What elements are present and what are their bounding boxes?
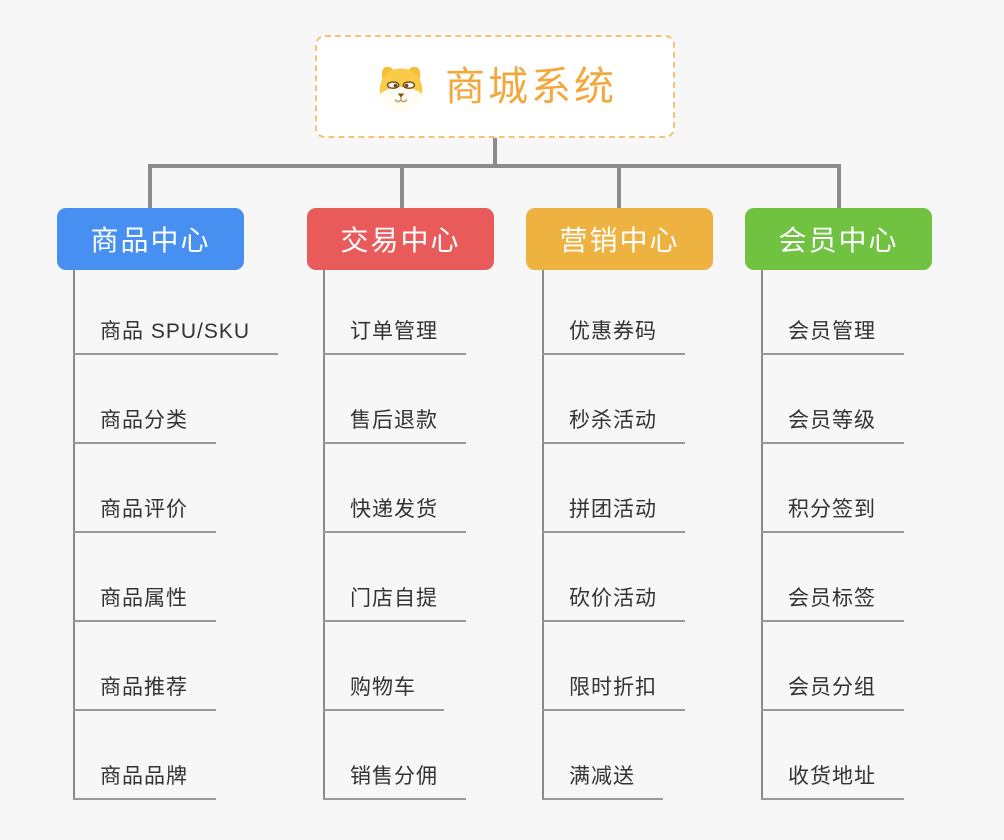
- mindmap-node[interactable]: 秒杀活动: [542, 355, 685, 444]
- branch-item-list: 优惠券码 秒杀活动 拼团活动 砍价活动 限时折扣 满减送: [542, 266, 685, 800]
- mindmap-node[interactable]: 拼团活动: [542, 444, 685, 533]
- branch-header-trade-center[interactable]: 交易中心: [307, 208, 494, 270]
- branch-spine: [542, 270, 544, 798]
- mindmap-node[interactable]: 会员分组: [761, 622, 904, 711]
- branch-spine: [761, 270, 763, 798]
- branch-header-member-center[interactable]: 会员中心: [745, 208, 932, 270]
- branch-header-product-center[interactable]: 商品中心: [57, 208, 244, 270]
- mindmap-node[interactable]: 快递发货: [323, 444, 466, 533]
- mindmap-node[interactable]: 商品 SPU/SKU: [73, 266, 279, 355]
- mindmap-node[interactable]: 订单管理: [323, 266, 466, 355]
- mindmap-node[interactable]: 会员等级: [761, 355, 904, 444]
- mindmap-node[interactable]: 商品分类: [73, 355, 216, 444]
- mindmap-node[interactable]: 满减送: [542, 711, 663, 800]
- mindmap-node[interactable]: 商品推荐: [73, 622, 216, 711]
- mindmap-node[interactable]: 门店自提: [323, 533, 466, 622]
- dog-icon: [379, 66, 423, 111]
- branch-item-list: 会员管理 会员等级 积分签到 会员标签 会员分组 收货地址: [761, 266, 904, 800]
- branch-spine: [73, 270, 75, 798]
- root-node[interactable]: 商城系统: [315, 35, 675, 138]
- mindmap-node[interactable]: 会员标签: [761, 533, 904, 622]
- branch-header-marketing-center[interactable]: 营销中心: [526, 208, 713, 270]
- mindmap-node[interactable]: 购物车: [323, 622, 444, 711]
- mindmap-node[interactable]: 商品属性: [73, 533, 216, 622]
- mindmap-node[interactable]: 收货地址: [761, 711, 904, 800]
- mindmap-node[interactable]: 限时折扣: [542, 622, 685, 711]
- branch-spine: [323, 270, 325, 798]
- mindmap-node[interactable]: 优惠券码: [542, 266, 685, 355]
- mindmap-node[interactable]: 销售分佣: [323, 711, 466, 800]
- mindmap-node[interactable]: 售后退款: [323, 355, 466, 444]
- root-title: 商城系统: [445, 64, 617, 109]
- branch-item-list: 订单管理 售后退款 快递发货 门店自提 购物车 销售分佣: [323, 266, 466, 800]
- mindmap-node[interactable]: 会员管理: [761, 266, 904, 355]
- mindmap-node[interactable]: 积分签到: [761, 444, 904, 533]
- mindmap-node[interactable]: 砍价活动: [542, 533, 685, 622]
- mindmap-node[interactable]: 商品品牌: [73, 711, 216, 800]
- branch-item-list: 商品 SPU/SKU 商品分类 商品评价 商品属性 商品推荐 商品品牌: [73, 266, 279, 800]
- mindmap-node[interactable]: 商品评价: [73, 444, 216, 533]
